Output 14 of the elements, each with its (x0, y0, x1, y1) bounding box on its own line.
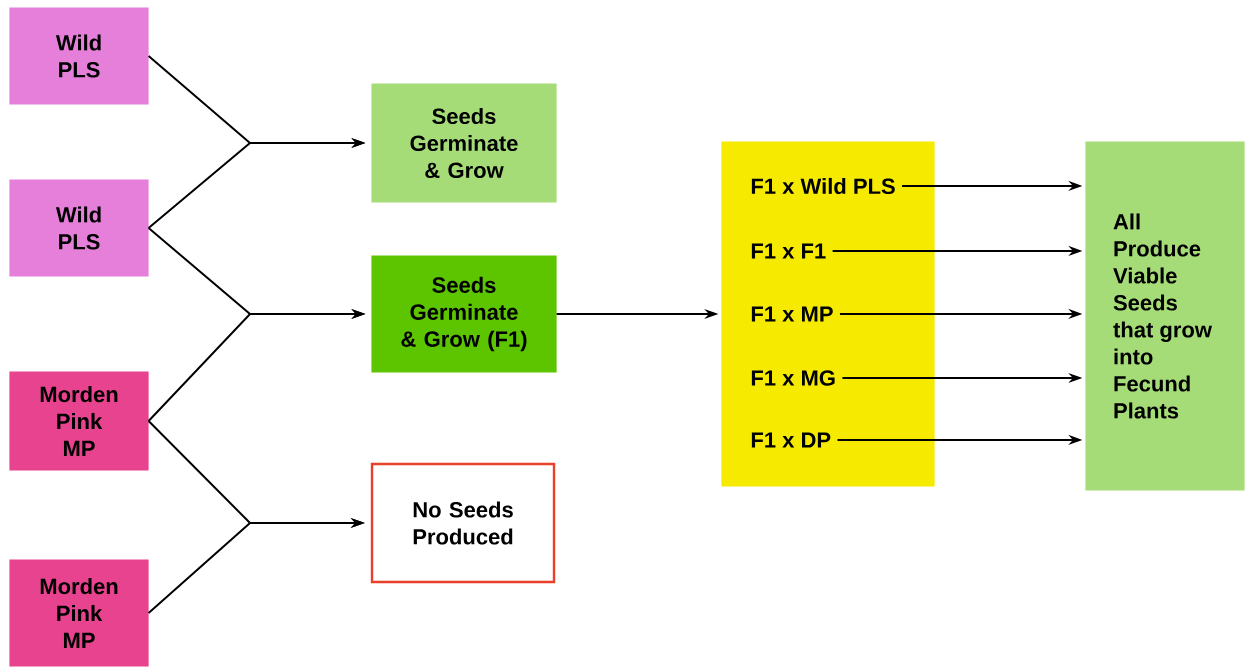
cross-panel (721, 141, 935, 487)
process-box: Wild PLS (9, 179, 149, 277)
cross-label: F1 x Wild PLS (751, 177, 895, 195)
cross-label: F1 x MP (751, 306, 833, 322)
process-box: No Seeds Produced (370, 462, 556, 584)
cross-label: F1 x DP (751, 432, 831, 448)
cross-label: F1 x MG (751, 370, 835, 386)
process-box: Wild PLS (9, 7, 149, 105)
process-box: Morden Pink MP (9, 371, 149, 471)
cross-label: F1 x F1 (751, 243, 826, 259)
result-box: All Produce Viable Seeds that grow into Fecund Plants (1085, 141, 1245, 491)
process-box: Morden Pink MP (9, 559, 149, 667)
process-box: Seeds Germinate & Grow (371, 83, 557, 203)
process-box: Seeds Germinate & Grow (F1) (371, 255, 557, 373)
